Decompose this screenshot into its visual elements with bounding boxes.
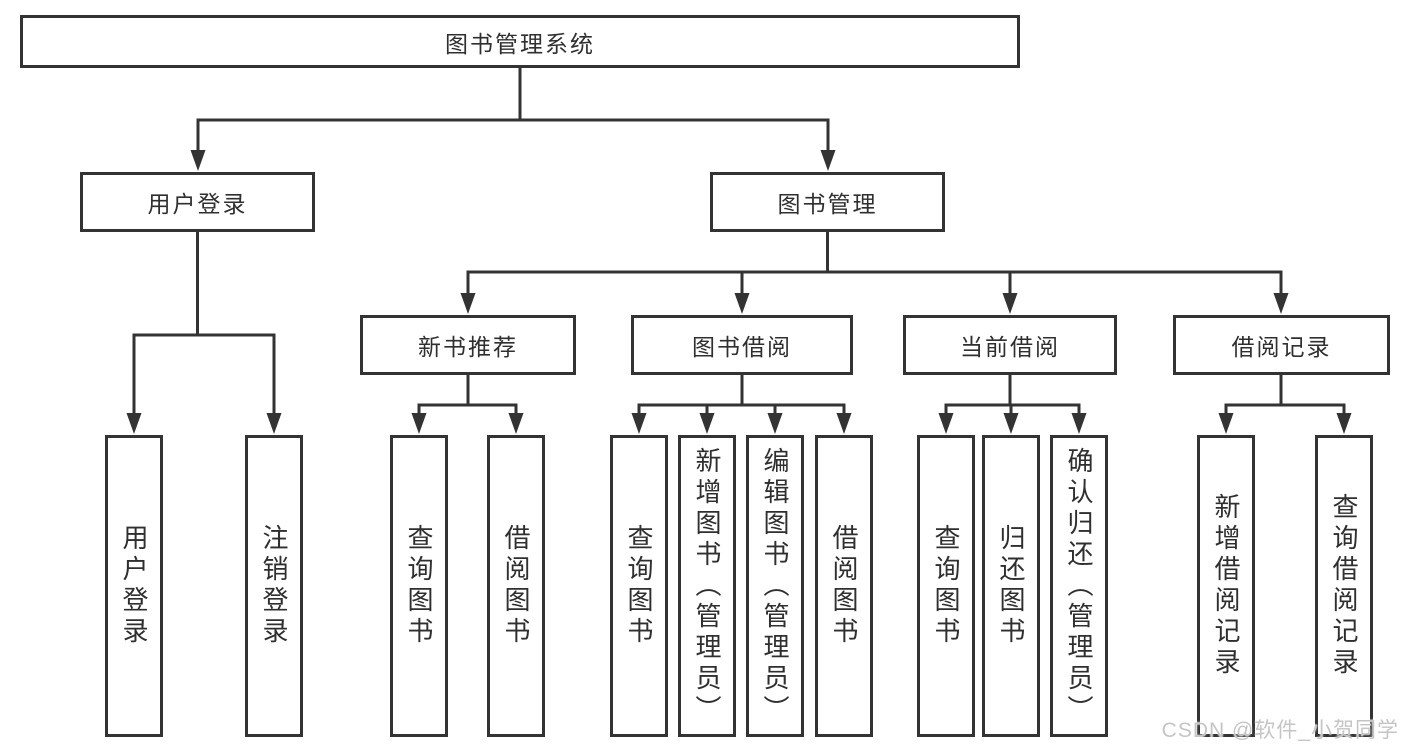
node-book-borrow: 图书借阅 <box>631 315 853 375</box>
node-label: 新增借阅记录 <box>1211 493 1241 679</box>
node-label: 当前借阅 <box>960 334 1060 360</box>
node-label: 借阅图书 <box>829 524 859 648</box>
leaf-query-books-borrow: 查询图书 <box>610 435 668 737</box>
node-label: 确认归还（管理员） <box>1064 446 1094 726</box>
leaf-edit-books-admin: 编辑图书（管理员） <box>746 435 804 737</box>
leaf-confirm-return-admin: 确认归还（管理员） <box>1050 435 1108 737</box>
node-label: 新增图书（管理员） <box>692 446 722 726</box>
node-label: 查询图书 <box>624 524 654 648</box>
node-label: 图书管理系统 <box>445 30 595 57</box>
node-label: 归还图书 <box>996 524 1026 648</box>
node-label: 注销登录 <box>259 524 289 648</box>
leaf-query-borrow-record: 查询借阅记录 <box>1315 435 1373 737</box>
node-label: 用户登录 <box>119 524 149 648</box>
leaf-user-login: 用户登录 <box>105 435 163 737</box>
node-label: 新书推荐 <box>418 334 518 360</box>
node-library-management-system: 图书管理系统 <box>20 15 1020 68</box>
node-borrow-records: 借阅记录 <box>1173 315 1390 375</box>
leaf-add-books-admin: 新增图书（管理员） <box>678 435 736 737</box>
node-label: 查询图书 <box>931 524 961 648</box>
leaf-borrow-books-recommend: 借阅图书 <box>487 435 545 737</box>
leaf-add-borrow-record: 新增借阅记录 <box>1197 435 1255 737</box>
node-current-borrow: 当前借阅 <box>903 315 1117 375</box>
node-label: 编辑图书（管理员） <box>760 446 790 726</box>
node-new-book-recommend: 新书推荐 <box>360 315 576 375</box>
node-book-management: 图书管理 <box>710 172 945 232</box>
leaf-return-books: 归还图书 <box>982 435 1040 737</box>
csdn-watermark: CSDN @软件_小贺同学 <box>1161 719 1399 742</box>
leaf-borrow-books: 借阅图书 <box>815 435 873 737</box>
node-user-login: 用户登录 <box>80 172 315 232</box>
node-label: 图书管理 <box>777 191 878 217</box>
node-label: 借阅图书 <box>501 524 531 648</box>
leaf-query-books-recommend: 查询图书 <box>390 435 448 737</box>
node-label: 查询图书 <box>404 524 434 648</box>
node-label: 用户登录 <box>147 191 248 217</box>
node-label: 查询借阅记录 <box>1329 493 1359 679</box>
leaf-logout: 注销登录 <box>245 435 303 737</box>
node-label: 图书借阅 <box>692 334 792 360</box>
node-label: 借阅记录 <box>1231 334 1332 360</box>
leaf-query-books-current: 查询图书 <box>917 435 975 737</box>
